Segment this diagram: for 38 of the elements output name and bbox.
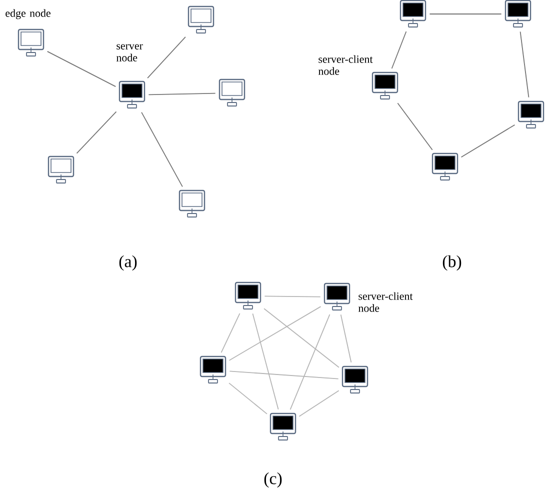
picture bbox=[200, 356, 226, 384]
picture bbox=[518, 100, 544, 128]
connector-line bbox=[147, 36, 186, 79]
picture bbox=[400, 0, 426, 28]
picture bbox=[48, 156, 74, 184]
picture bbox=[432, 152, 458, 180]
node-caption: edge node bbox=[6, 9, 50, 20]
picture bbox=[342, 366, 368, 394]
node-caption: server-client node bbox=[318, 55, 373, 75]
picture bbox=[178, 190, 206, 218]
connector-line bbox=[264, 296, 321, 298]
connector-line bbox=[220, 312, 240, 354]
connector-line bbox=[141, 112, 183, 188]
connector-line bbox=[148, 92, 216, 96]
picture bbox=[188, 6, 214, 34]
connector-line bbox=[290, 314, 330, 410]
panel-label: (a) bbox=[119, 255, 137, 271]
panel-label: (b) bbox=[442, 255, 462, 271]
picture bbox=[270, 412, 296, 440]
connector-line bbox=[520, 31, 530, 98]
picture bbox=[218, 78, 246, 106]
node-caption: server node bbox=[116, 44, 143, 62]
connector-line bbox=[340, 314, 352, 363]
connector-line bbox=[229, 370, 339, 380]
panel-label: (c) bbox=[264, 472, 282, 488]
connector-line bbox=[391, 31, 407, 69]
picture bbox=[234, 282, 262, 310]
connector-line bbox=[76, 111, 117, 154]
connector-line bbox=[228, 382, 268, 414]
node-caption: server-client node bbox=[358, 292, 413, 312]
connector-line bbox=[46, 50, 116, 88]
connector-line bbox=[298, 390, 340, 417]
connector-line bbox=[264, 308, 340, 368]
picture bbox=[504, 0, 532, 28]
connector-line bbox=[252, 313, 279, 410]
connector-line bbox=[460, 124, 516, 158]
connector-line bbox=[228, 306, 322, 361]
connector-line bbox=[397, 102, 433, 150]
